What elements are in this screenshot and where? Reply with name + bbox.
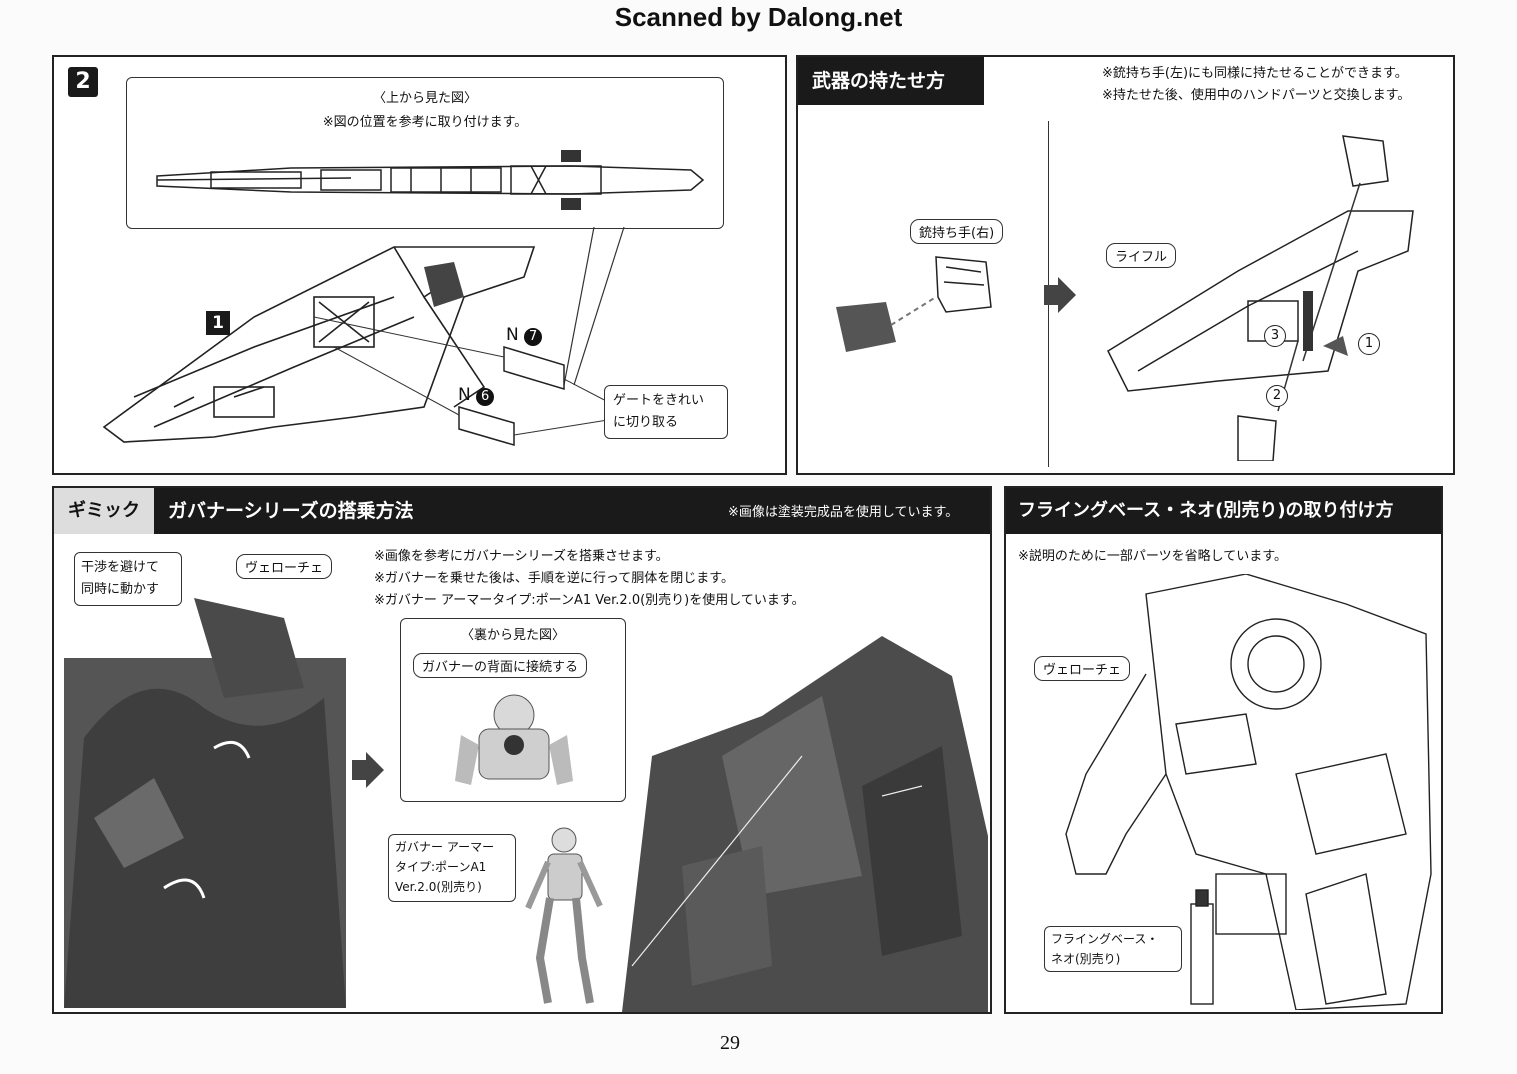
- next-arrow: [1040, 275, 1080, 315]
- back-view-label: ガバナーの背面に接続する: [413, 653, 588, 678]
- part-n6-label: N 6: [458, 385, 495, 406]
- label-gun-hand-right: 銃持ち手(右): [910, 219, 1004, 244]
- rifle-top-view-illustration: [151, 140, 711, 220]
- weapon-panel: 武器の持たせ方 ※銃持ち手(左)にも同様に持たせることができます。 ※持たせた後…: [796, 55, 1455, 475]
- top-view-note: ※図の位置を参考に取り付けます。: [322, 115, 528, 130]
- weapon-note-1: ※銃持ち手(左)にも同様に持たせることができます。: [1102, 66, 1408, 81]
- weapon-title: 武器の持たせ方: [798, 57, 984, 105]
- part-n6-letter: N: [458, 385, 471, 405]
- interference-callout: 干渉を避けて 同時に動かす: [74, 552, 182, 606]
- step-circle-1: 1: [1358, 333, 1380, 355]
- top-view-title: 〈上から見た図〉: [372, 91, 477, 106]
- flying-base-label-callout: フライングベース・ ネオ(別売り): [1044, 926, 1182, 972]
- back-view-callout: 〈裏から見た図〉 ガバナーの背面に接続する: [400, 618, 626, 802]
- veloce-flying-illustration: [1046, 574, 1436, 1010]
- gimmick-next-arrow: [348, 750, 388, 790]
- top-view-pointer: [554, 225, 644, 395]
- step2-panel: 2 〈上から見た図〉 ※図の位置を参考に取り付けます。: [52, 55, 787, 475]
- gimmick-title: ガバナーシリーズの搭乗方法: [168, 500, 414, 522]
- governor-figure-photo: [514, 818, 614, 1008]
- rifle-side-illustration: [94, 237, 544, 467]
- step-number: 2: [68, 67, 98, 97]
- rifle-with-hand-illustration: [1098, 131, 1438, 461]
- part-n7-number: 7: [524, 328, 543, 346]
- step-circle-2: 2: [1266, 385, 1288, 407]
- gate-note-callout: ゲートをきれい に切り取る: [604, 385, 728, 439]
- weapon-title-text: 武器の持たせ方: [812, 70, 946, 92]
- part-n7-letter: N: [506, 325, 519, 345]
- flying-base-line2: ネオ(別売り): [1051, 952, 1121, 966]
- label-rifle: ライフル: [1106, 243, 1177, 268]
- governor-label-callout: ガバナー アーマー タイプ:ポーンA1 Ver.2.0(別売り): [388, 834, 516, 902]
- veloce-label: ヴェローチェ: [236, 554, 333, 579]
- flying-base-title: フライングベース・ネオ(別売り)の取り付け方: [1018, 500, 1394, 521]
- gimmick-panel: ギミック ガバナーシリーズの搭乗方法 ※画像は塗装完成品を使用しています。 干渉…: [52, 486, 992, 1014]
- gun-hand-illustration: [826, 247, 1006, 367]
- site-header: Scanned by Dalong.net: [614, 2, 903, 32]
- flying-base-title-bar: フライングベース・ネオ(別売り)の取り付け方: [1006, 488, 1441, 534]
- flying-base-line1: フライングベース・: [1051, 932, 1159, 946]
- flying-veloce-label: ヴェローチェ: [1034, 656, 1131, 681]
- governor-line3: Ver.2.0(別売り): [395, 880, 482, 894]
- part-n7-label: N 7: [506, 325, 543, 346]
- weapon-note-2: ※持たせた後、使用中のハンドパーツと交換します。: [1102, 88, 1411, 103]
- governor-line2: タイプ:ポーンA1: [395, 860, 487, 874]
- governor-back-photo: [441, 685, 587, 795]
- gate-note-line1: ゲートをきれい: [613, 393, 705, 408]
- callout-number-1: 1: [206, 311, 230, 335]
- gimmick-note-2: ※ガバナーを乗せた後は、手順を逆に行って胴体を閉じます。: [374, 571, 734, 586]
- top-view-callout: 〈上から見た図〉 ※図の位置を参考に取り付けます。: [126, 77, 724, 229]
- step-circle-3: 3: [1264, 325, 1286, 347]
- gimmick-note-1: ※画像を参考にガバナーシリーズを搭乗させます。: [374, 549, 669, 564]
- back-view-title: 〈裏から見た図〉: [460, 628, 565, 643]
- gimmick-right-note: ※画像は塗装完成品を使用しています。: [728, 505, 959, 520]
- veloce-open-photo: [64, 538, 346, 1008]
- gimmick-tag: ギミック: [54, 488, 154, 534]
- flying-base-note: ※説明のために一部パーツを省略しています。: [1018, 549, 1287, 564]
- page-number: 29: [720, 1032, 740, 1054]
- interference-line2: 同時に動かす: [81, 582, 160, 597]
- gimmick-note-3: ※ガバナー アーマータイプ:ポーンA1 Ver.2.0(別売り)を使用しています…: [374, 593, 805, 608]
- veloce-cockpit-photo: [622, 636, 988, 1012]
- governor-line1: ガバナー アーマー: [395, 840, 495, 854]
- gate-note-line2: に切り取る: [613, 415, 679, 430]
- gimmick-title-bar: ガバナーシリーズの搭乗方法: [154, 488, 990, 534]
- flying-base-panel: フライングベース・ネオ(別売り)の取り付け方 ※説明のために一部パーツを省略して…: [1004, 486, 1443, 1014]
- part-n6-number: 6: [476, 388, 495, 406]
- parts-n6-n7-illustration: [314, 307, 624, 447]
- interference-line1: 干渉を避けて: [81, 560, 160, 575]
